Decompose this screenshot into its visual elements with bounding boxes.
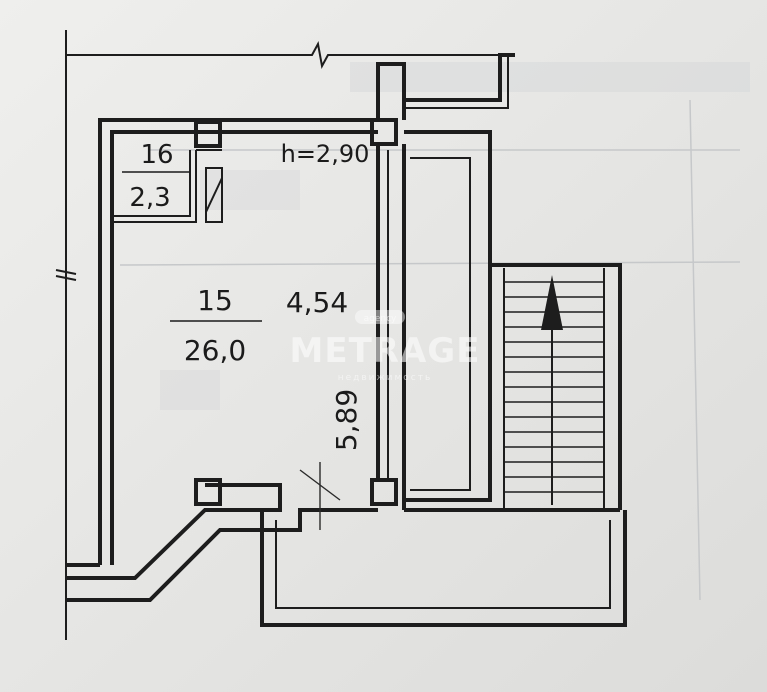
room-15-number: 15 — [197, 284, 233, 317]
watermark-tagline: недвижимость — [338, 373, 433, 383]
staircase — [490, 263, 622, 510]
door-opening — [299, 462, 341, 530]
top-break-line — [66, 41, 515, 69]
watermark: agency METRAGE недвижимость — [290, 310, 481, 383]
structural-columns — [194, 118, 398, 506]
room-16-label: 16 2,3 — [122, 140, 190, 213]
room-15-area: 26,0 — [184, 334, 246, 367]
watermark-badge: agency — [364, 314, 397, 324]
room-16-area: 2,3 — [129, 183, 170, 213]
right-wall — [376, 62, 406, 510]
width-dimension: 4,54 — [286, 286, 348, 319]
lower-room — [260, 510, 627, 627]
room-15-label: 15 26,0 — [170, 284, 262, 367]
bleed-through-text — [119, 62, 750, 601]
ceiling-height-label: h=2,90 — [281, 140, 370, 168]
outer-wall-left — [55, 30, 77, 640]
room-16-number: 16 — [140, 140, 173, 170]
corridor — [404, 53, 620, 512]
watermark-brand: METRAGE — [290, 331, 481, 371]
length-dimension: 5,89 — [330, 389, 363, 451]
